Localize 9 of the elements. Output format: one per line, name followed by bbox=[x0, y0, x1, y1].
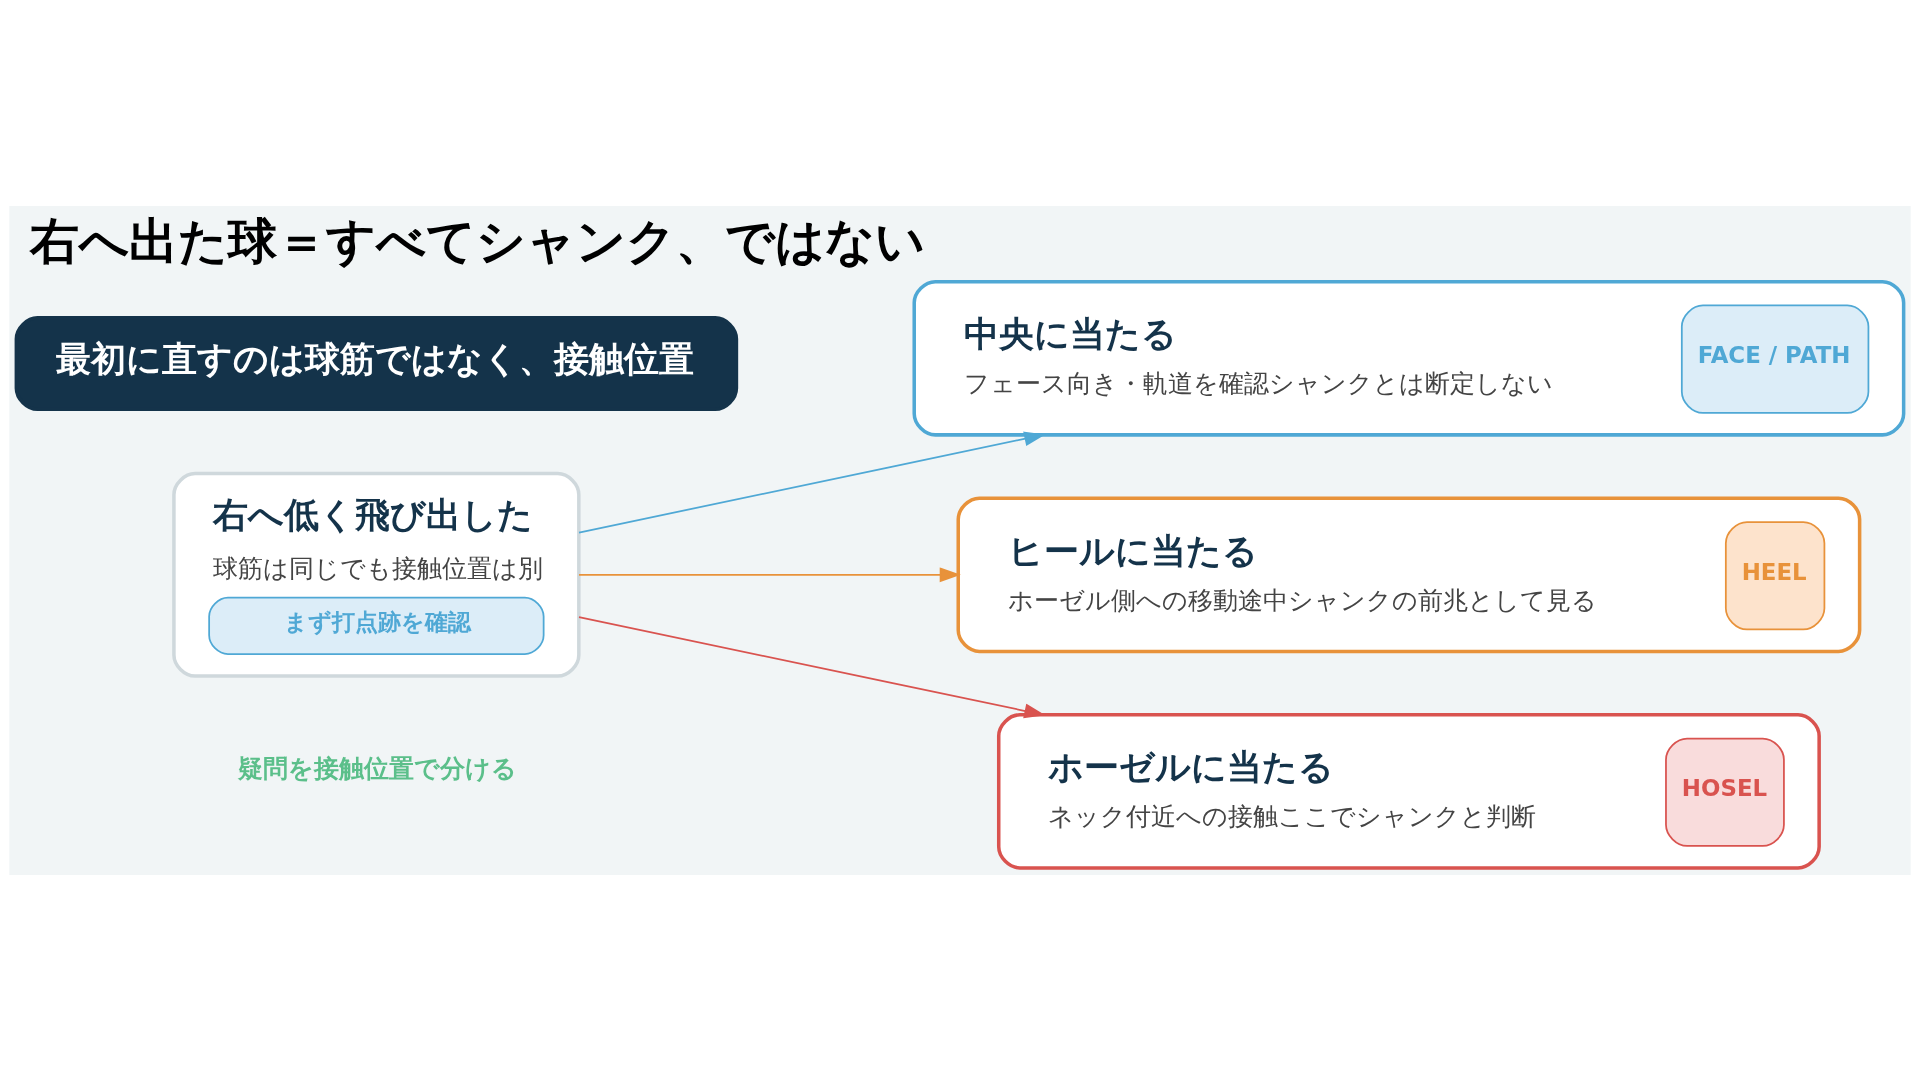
node-box: 最初に直すのは球筋ではなく、接触位置 bbox=[14, 315, 739, 411]
arrow bbox=[578, 566, 961, 582]
node-box: 右へ低く飛び出した 球筋は同じでも接触位置は別 まず打点跡を確認 bbox=[172, 471, 581, 678]
arrow bbox=[578, 431, 1046, 533]
node-box: ホーゼルに当たる ネック付近への接触ここでシャンクと判断 HOSEL bbox=[996, 712, 1821, 870]
node-box: ヒールに当たる ホーゼル側への移動途中シャンクの前兆として見る HEEL bbox=[956, 496, 1862, 653]
diagram-title: 右へ出た球＝すべてシャンク、ではない bbox=[30, 211, 926, 270]
label: 疑問を接触位置で分ける bbox=[238, 753, 518, 783]
node-box: 中央に当たる フェース向き・軌道を確認シャンクとは断定しない FACE / PATH bbox=[912, 279, 1906, 437]
